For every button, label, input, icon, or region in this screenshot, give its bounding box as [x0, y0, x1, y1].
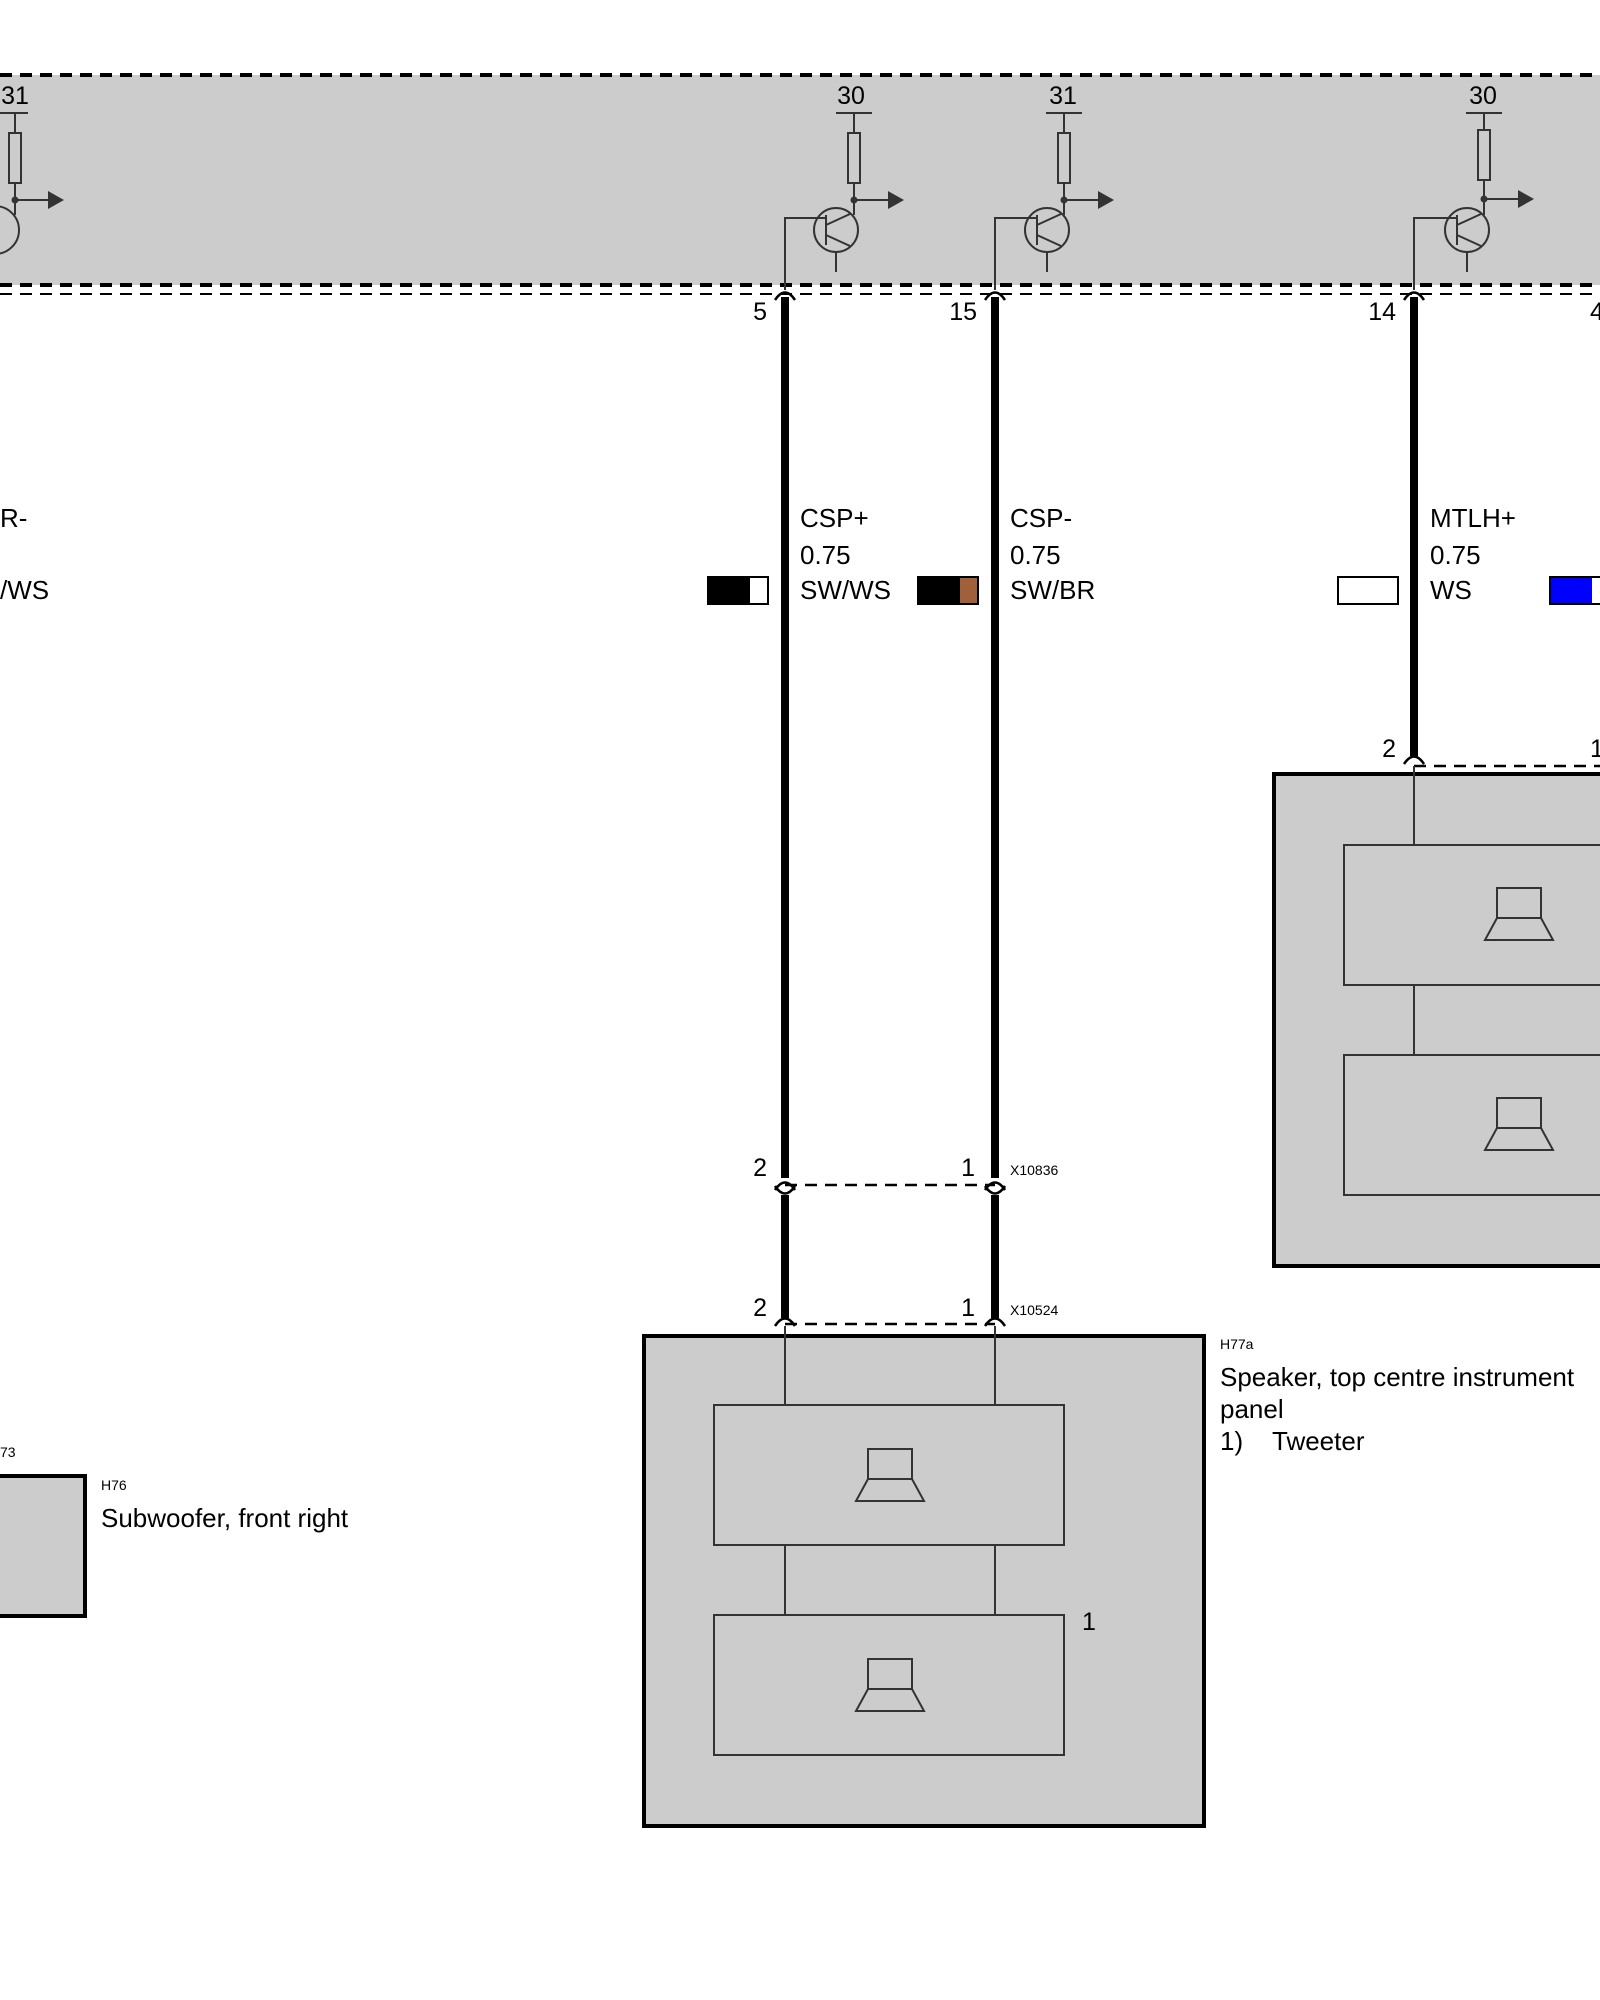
h77a-description-2: panel — [1220, 1394, 1284, 1424]
right-speaker-unit-2 — [1343, 1054, 1600, 1196]
right-speaker-pin-right: 1 — [1590, 735, 1600, 763]
connector-x10524: 2 1 X10524 — [753, 1294, 1058, 1326]
x10524-pin-right: 1 — [961, 1294, 975, 1322]
contact-arc — [983, 291, 1007, 301]
transistor-emitter — [1456, 234, 1482, 247]
wire-mtlh-plus-swatch — [1337, 576, 1399, 605]
speaker-cone — [854, 1688, 926, 1712]
contact-arc — [1402, 755, 1426, 765]
pin-4-label: 4 — [1590, 298, 1600, 326]
h77a-footnote-text: Tweeter — [1272, 1426, 1365, 1456]
swatch-primary — [1337, 576, 1399, 605]
x10836-pin-right: 1 — [961, 1154, 975, 1182]
component-h76: 73 H76 Subwoofer, front right — [0, 1444, 349, 1618]
wire-mtlh-plus-cross-section: 0.75 — [1430, 540, 1481, 570]
wire-0-signal: R- — [0, 503, 27, 533]
x10836-pin-left: 2 — [753, 1154, 767, 1182]
wire-0-color-code: /WS — [0, 575, 49, 605]
pin-lead — [994, 217, 1037, 290]
wire-mtlh-plus-signal: MTLH+ — [1430, 503, 1516, 533]
supply-label-30-b: 30 — [1469, 82, 1497, 110]
contact-arc — [983, 1181, 1007, 1191]
transistor-collector — [1456, 213, 1482, 226]
output-arrow — [48, 191, 64, 209]
output-arrow — [888, 191, 904, 209]
swatch-frame — [917, 576, 979, 605]
transistor-collector — [1036, 213, 1062, 226]
contact-arc — [773, 1181, 797, 1191]
output-stage-2: 30 — [784, 82, 904, 290]
swatch-primary — [708, 577, 750, 604]
h76-description: Subwoofer, front right — [101, 1503, 349, 1533]
wire-csp-plus-color-code: SW/WS — [800, 575, 891, 605]
speaker-cone — [1483, 917, 1555, 941]
swatch-secondary — [750, 577, 768, 604]
speaker-cone — [1483, 1127, 1555, 1151]
pin-14-label: 14 — [1368, 298, 1396, 326]
supply-label-31-left: 31 — [1, 82, 29, 110]
wire-csp-minus-signal: CSP- — [1010, 503, 1072, 533]
connector-x10836: 2 1 X10836 — [753, 1154, 1058, 1187]
swatch-frame — [707, 576, 769, 605]
transistor-collector — [825, 213, 851, 226]
pin-5-label: 5 — [753, 298, 767, 326]
supply-label-30-a: 30 — [837, 82, 865, 110]
speaker-icon — [854, 1658, 926, 1712]
wire-csp-plus-signal: CSP+ — [800, 503, 869, 533]
pin-15-label: 15 — [949, 298, 977, 326]
h76-code: H76 — [101, 1477, 127, 1493]
wire-csp-plus-cross-section: 0.75 — [800, 540, 851, 570]
swatch-primary — [1550, 577, 1592, 604]
speaker-icon — [854, 1448, 926, 1502]
x10524-pin-left: 2 — [753, 1294, 767, 1322]
transistor-symbol — [0, 205, 20, 255]
h77a-description-1: Speaker, top centre instrument — [1220, 1362, 1575, 1392]
swatch-frame — [1549, 576, 1600, 605]
supply-label-31-b: 31 — [1049, 82, 1077, 110]
pin-lead — [1413, 217, 1457, 290]
wire-csp-minus-color-code: SW/BR — [1010, 575, 1095, 605]
swatch-primary — [918, 577, 960, 604]
x10836-id: X10836 — [1010, 1162, 1058, 1178]
output-stage-3: 31 — [994, 82, 1114, 290]
contact-arcs — [773, 291, 1426, 1327]
pin-lead — [784, 217, 826, 290]
wire-csp-minus-cross-section: 0.75 — [1010, 540, 1061, 570]
right-speaker-unit-1 — [1343, 844, 1600, 986]
h77a-code: H77a — [1220, 1336, 1254, 1352]
transistor-emitter — [1036, 234, 1062, 247]
h77a-speaker-2 — [713, 1614, 1065, 1756]
contact-arc — [1402, 291, 1426, 301]
speaker-icon — [1483, 1097, 1555, 1151]
h76-partial-code: 73 — [0, 1444, 16, 1460]
contact-arc — [773, 291, 797, 301]
h77a-footnote-number: 1) — [1220, 1426, 1243, 1456]
output-arrow — [1518, 190, 1534, 208]
transistor-emitter — [825, 234, 851, 247]
h77a-footnote-marker: 1 — [1082, 1608, 1096, 1636]
wire-csp-plus-swatch — [707, 576, 769, 605]
output-arrow — [1098, 191, 1114, 209]
right-speaker-pin-left: 2 — [1382, 735, 1396, 763]
component-right-speaker: 2 1 — [1272, 735, 1600, 1268]
wire-mtlh-plus-color-code: WS — [1430, 575, 1472, 605]
swatch-secondary — [960, 577, 978, 604]
control-unit-body — [0, 75, 1600, 285]
output-stage-1: 31 — [0, 82, 64, 255]
x10524-id: X10524 — [1010, 1302, 1058, 1318]
control-unit — [0, 73, 1600, 295]
speaker-cone — [854, 1478, 926, 1502]
wire-csp-minus-swatch — [917, 576, 979, 605]
h76-housing — [0, 1474, 87, 1618]
wire-4-swatch — [1549, 576, 1600, 605]
speaker-icon — [1483, 887, 1555, 941]
component-h77a: 1 H77a Speaker, top centre instrument pa… — [642, 1326, 1575, 1828]
h77a-speaker-1 — [713, 1404, 1065, 1546]
output-stage-4: 30 — [1413, 82, 1534, 290]
